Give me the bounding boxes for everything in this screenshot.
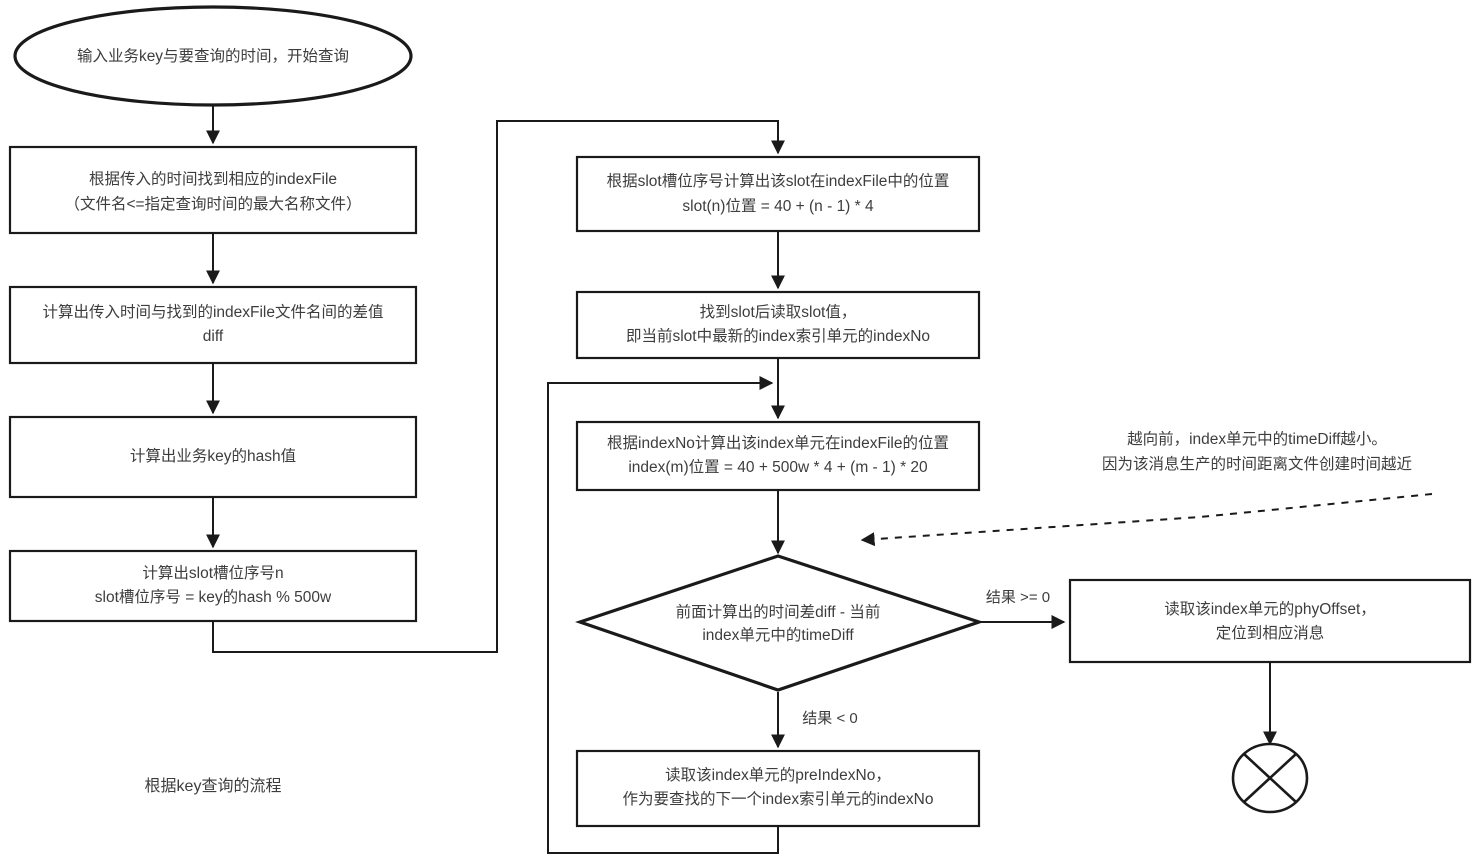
read-pre-index-no-line2: 作为要查找的下一个index索引单元的indexNo (623, 790, 934, 808)
node-read-pre-index-no[interactable]: 读取该index单元的preIndexNo， 作为要查找的下一个index索引单… (575, 749, 981, 828)
calc-slot-pos-line2: slot(n)位置 = 40 + (n - 1) * 4 (682, 197, 874, 215)
find-index-file-line2: （文件名<=指定查询时间的最大名称文件） (64, 195, 361, 213)
node-find-index-file[interactable]: 根据传入的时间找到相应的indexFile （文件名<=指定查询时间的最大名称文… (8, 145, 418, 235)
note-line1: 越向前，index单元中的timeDiff越小。 (1127, 430, 1387, 448)
node-calc-slot-pos[interactable]: 根据slot槽位序号计算出该slot在indexFile中的位置 slot(n)… (575, 155, 981, 233)
calc-diff-line1: 计算出传入时间与找到的indexFile文件名间的差值 (42, 302, 383, 321)
annotation-note: 越向前，index单元中的timeDiff越小。 因为该消息生产的时间距离文件创… (1102, 430, 1412, 473)
calc-slot-pos-box (575, 155, 981, 233)
node-end[interactable] (1231, 742, 1309, 814)
calc-index-pos-line1: 根据indexNo计算出该index单元在indexFile的位置 (607, 433, 949, 452)
calc-diff-box (8, 285, 418, 365)
decision-diamond (575, 554, 985, 692)
node-start[interactable]: 输入业务key与要查询的时间，开始查询 (13, 5, 413, 107)
calc-slot-no-line1: 计算出slot槽位序号n (142, 563, 283, 582)
calc-diff-line2: diff (203, 328, 224, 345)
calc-slot-pos-line1: 根据slot槽位序号计算出该slot在indexFile中的位置 (607, 171, 950, 190)
read-pre-index-no-line1: 读取该index单元的preIndexNo， (665, 766, 891, 784)
start-label: 输入业务key与要查询的时间，开始查询 (77, 47, 349, 65)
calc-hash-box (8, 415, 418, 499)
read-pre-index-no-box (575, 749, 981, 828)
read-phy-offset-line1: 读取该index单元的phyOffset， (1164, 600, 1376, 618)
read-phy-offset-line2: 定位到相应消息 (1216, 623, 1325, 642)
note-line2: 因为该消息生产的时间距离文件创建时间越近 (1102, 455, 1412, 473)
read-slot-line2: 即当前slot中最新的index索引单元的indexNo (626, 327, 930, 345)
diagram-caption: 根据key查询的流程 (145, 777, 282, 795)
find-index-file-line1: 根据传入的时间找到相应的indexFile (89, 169, 337, 188)
edge-label-result-lt-zero: 结果 < 0 (802, 710, 857, 727)
connector-calc-slot-no-to-calc-slot-pos (212, 120, 785, 653)
calc-index-pos-line2: index(m)位置 = 40 + 500w * 4 + (m - 1) * 2… (628, 458, 928, 476)
calc-hash-line1: 计算出业务key的hash值 (130, 446, 296, 465)
connector-note-pointer (860, 493, 1433, 547)
node-calc-hash[interactable]: 计算出业务key的hash值 (8, 415, 418, 499)
node-calc-index-pos[interactable]: 根据indexNo计算出该index单元在indexFile的位置 index(… (575, 420, 981, 492)
node-decision[interactable]: 前面计算出的时间差diff - 当前 index单元中的timeDiff (575, 554, 985, 692)
read-slot-box (575, 290, 981, 360)
connector-loopback-to-calc-index-pos (547, 376, 779, 854)
node-read-slot[interactable]: 找到slot后读取slot值， 即当前slot中最新的index索引单元的ind… (575, 290, 981, 360)
read-phy-offset-box (1068, 578, 1472, 664)
node-read-phy-offset[interactable]: 读取该index单元的phyOffset， 定位到相应消息 (1068, 578, 1472, 664)
calc-slot-no-box (8, 549, 418, 623)
calc-index-pos-box (575, 420, 981, 492)
end-cross-line-2 (1243, 753, 1297, 803)
decision-line1: 前面计算出的时间差diff - 当前 (676, 602, 881, 621)
calc-slot-no-line2: slot槽位序号 = key的hash % 500w (95, 588, 332, 606)
start-ellipse (13, 5, 413, 107)
node-calc-diff[interactable]: 计算出传入时间与找到的indexFile文件名间的差值 diff (8, 285, 418, 365)
edge-label-result-ge-zero: 结果 >= 0 (986, 589, 1050, 606)
decision-line2: index单元中的timeDiff (702, 626, 854, 644)
node-calc-slot-no[interactable]: 计算出slot槽位序号n slot槽位序号 = key的hash % 500w (8, 549, 418, 623)
read-slot-line1: 找到slot后读取slot值， (700, 303, 857, 321)
find-index-file-box (8, 145, 418, 235)
